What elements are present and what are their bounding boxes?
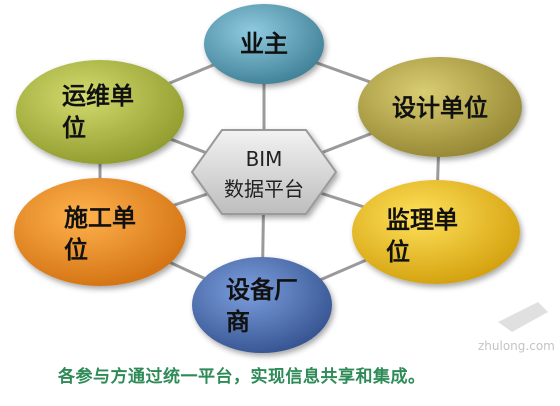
node-construction: 施工单 位 — [14, 178, 186, 286]
node-owner-ellipse — [204, 4, 324, 84]
hub-title: BIM — [246, 147, 283, 171]
node-operation-label-line2: 位 — [62, 114, 86, 142]
node-design-ellipse — [358, 57, 522, 157]
diagram-caption: 各参与方通过统一平台，实现信息共享和集成。 — [58, 367, 426, 387]
node-construction-label-line2: 位 — [64, 236, 88, 264]
watermark: zhulong.com — [478, 302, 555, 353]
node-operation: 运维单 位 — [16, 60, 184, 164]
node-owner: 业主 — [204, 4, 324, 84]
hub — [190, 129, 338, 215]
watermark-logo-icon — [498, 302, 548, 332]
node-supervision: 监理单 位 — [352, 180, 520, 284]
node-supervision-ellipse — [352, 180, 520, 284]
hub-subtitle: 数据平台 — [224, 177, 304, 201]
hub-hexagon — [190, 129, 338, 215]
node-owner-label: 业主 — [240, 30, 288, 58]
node-equipment: 设备厂 商 — [192, 257, 332, 353]
node-operation-ellipse — [16, 60, 184, 164]
node-equipment-ellipse — [192, 257, 332, 353]
node-supervision-label-line1: 监理单 — [386, 206, 458, 234]
node-equipment-label-line1: 设备厂 — [226, 276, 298, 304]
node-design-label: 设计单位 — [392, 94, 488, 122]
node-supervision-label-line2: 位 — [386, 238, 410, 266]
node-operation-label-line1: 运维单 — [62, 82, 134, 110]
node-design: 设计单位 — [358, 57, 522, 157]
watermark-text: zhulong.com — [478, 339, 555, 353]
node-construction-label-line1: 施工单 — [64, 204, 136, 232]
node-equipment-label-line2: 商 — [226, 308, 250, 336]
node-construction-ellipse — [14, 178, 186, 286]
